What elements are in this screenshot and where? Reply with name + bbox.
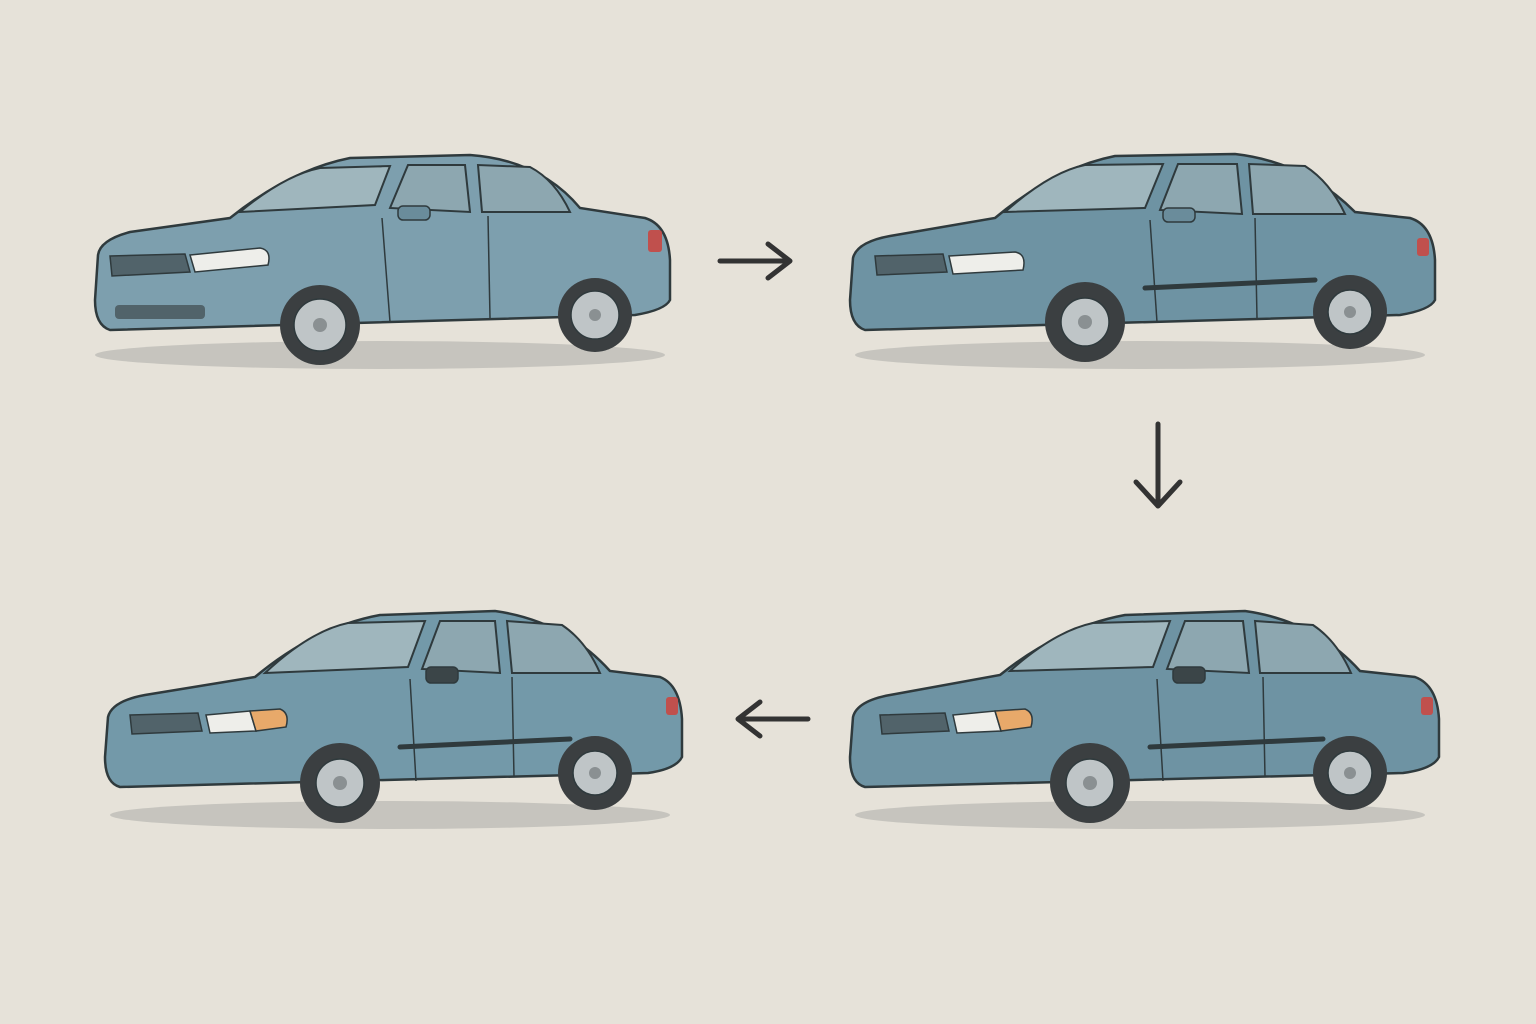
car-front-wheel [280, 285, 360, 365]
car-trim-strip [1142, 277, 1318, 291]
car-front-wheel [1050, 743, 1130, 823]
car-front-window [388, 164, 472, 214]
car-door-line [1156, 678, 1164, 782]
car-2 [848, 152, 1437, 369]
car-headlight [205, 710, 257, 734]
arrow-down-icon [1133, 421, 1183, 509]
car-grille [129, 712, 203, 735]
car-mirror [1162, 207, 1196, 223]
car-rear-wheel [1313, 736, 1387, 810]
car-tail-light [1417, 238, 1429, 256]
car-rear-window [476, 163, 572, 213]
car-trim-strip [1147, 736, 1326, 750]
car-grille [879, 712, 950, 735]
car-rear-window [505, 619, 602, 674]
car-door-line [1262, 676, 1266, 778]
arrow-left-icon [735, 699, 811, 739]
car-front-window [1165, 620, 1251, 675]
car-bumper-vent [115, 305, 205, 319]
car-mirror [1172, 666, 1206, 684]
car-rear-wheel [1313, 275, 1387, 349]
car-mirror [397, 205, 431, 221]
car-door-line [409, 678, 417, 782]
car-4 [103, 609, 684, 829]
car-tail-light [666, 697, 678, 715]
car-front-wheel [300, 743, 380, 823]
car-headlight [952, 710, 1002, 734]
car-door-line [1149, 219, 1158, 323]
car-grille [874, 253, 948, 276]
car-tail-light [648, 230, 662, 252]
car-windshield [237, 164, 392, 214]
car-front-wheel [1045, 282, 1125, 362]
car-shadow [855, 801, 1425, 829]
car-headlight [948, 251, 1025, 275]
car-door-line [1254, 217, 1258, 319]
car-rear-wheel [558, 278, 632, 352]
car-1 [93, 153, 672, 369]
car-windshield [1007, 619, 1172, 673]
car-trim-strip [397, 736, 573, 750]
car-shadow [95, 341, 665, 369]
car-mirror [425, 666, 459, 684]
car-tail-light [1421, 697, 1433, 715]
car-front-window [420, 620, 502, 675]
car-shadow [855, 341, 1425, 369]
car-rear-window [1247, 162, 1347, 215]
car-shadow [110, 801, 670, 829]
car-turn-signal [249, 708, 288, 732]
car-windshield [262, 619, 427, 675]
car-rear-window [1253, 619, 1353, 674]
car-turn-signal [994, 708, 1033, 732]
car-door-line [381, 217, 391, 323]
car-door-line [511, 676, 515, 778]
car-windshield [1002, 162, 1165, 214]
car-rear-wheel [558, 736, 632, 810]
car-front-window [1158, 163, 1244, 216]
car-grille [109, 253, 191, 277]
car-3 [848, 609, 1441, 829]
car-headlight [189, 247, 270, 273]
arrow-right-icon [717, 241, 793, 281]
car-door-line [487, 215, 491, 319]
